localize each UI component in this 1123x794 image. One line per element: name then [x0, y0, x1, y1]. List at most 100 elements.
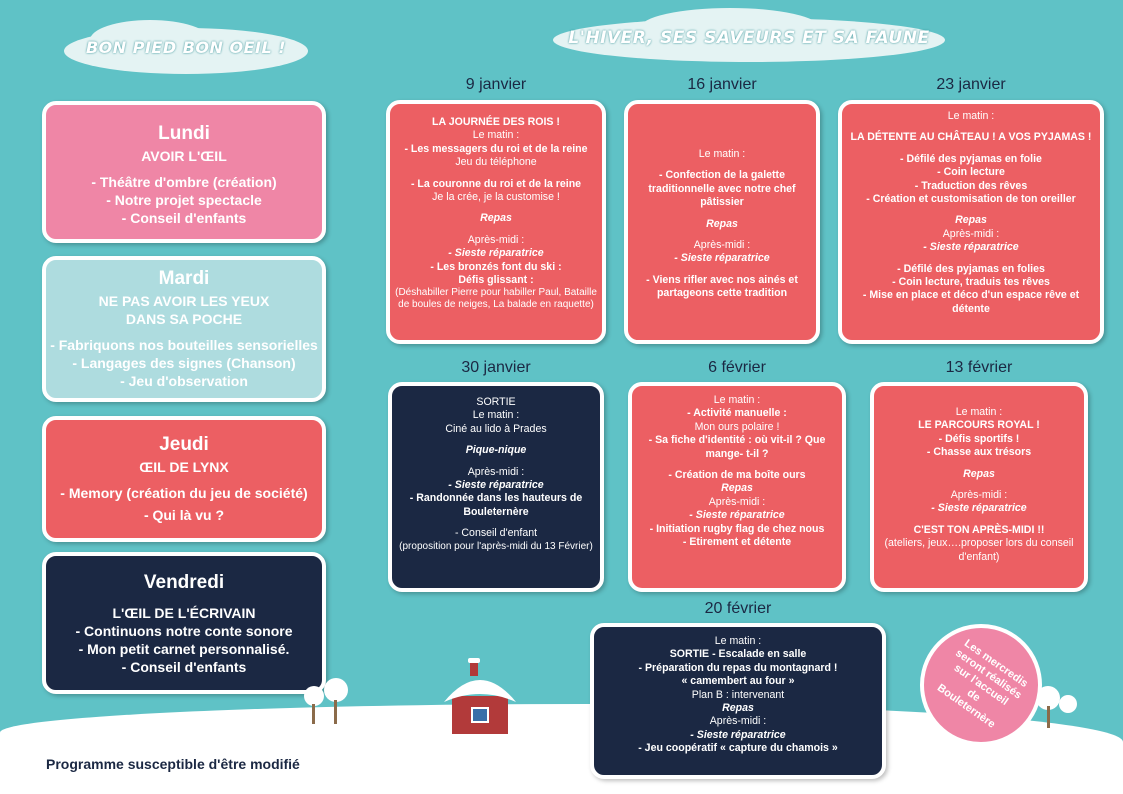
schedule-line: - Sieste réparatrice: [923, 241, 1019, 254]
schedule-line: (ateliers, jeux….proposer lors du consei…: [884, 537, 1074, 563]
schedule-line: - Sa fiche d'identité : où vit-il ? Que …: [648, 434, 826, 460]
week-card-16-janvier: Le matin : - Confection de la galette tra…: [624, 100, 820, 344]
schedule-line: - Traduction des rêves: [914, 179, 1028, 192]
schedule-line: Le matin :: [713, 394, 761, 406]
spacer: [846, 206, 1096, 214]
activity: - Conseil d'enfants: [121, 659, 247, 675]
right-section-title: L'HIVER, SES SAVEURS ET SA FAUNE: [568, 28, 930, 48]
schedule-line: - Préparation du repas du montagnard !: [638, 661, 838, 674]
week-card-6-fevrier: Le matin :- Activité manuelle :Mon ours …: [628, 382, 846, 592]
schedule-line: - Défis sportifs !: [938, 432, 1020, 445]
footer-note: Programme susceptible d'être modifié: [46, 756, 300, 772]
schedule-line: SORTIE: [476, 396, 516, 408]
spacer: [396, 519, 596, 527]
schedule-line: - Sieste réparatrice: [448, 479, 544, 492]
schedule-line: - Coin lecture: [937, 166, 1005, 179]
snowy-tree-icon: [304, 678, 348, 724]
schedule-line: (proposition pour l'après-midi du 13 Fév…: [399, 540, 593, 552]
left-section-title: BON PIED BON OEIL !: [85, 38, 287, 57]
schedule-line: Le matin :: [472, 409, 520, 422]
week-card-20-fevrier: Le matin :SORTIE - Escalade en salle- Pr…: [590, 623, 886, 779]
schedule-line: Après-midi :: [942, 227, 1000, 240]
day-theme: NE PAS AVOIR LES YEUX DANS SA POCHE: [98, 293, 270, 327]
day-title: Vendredi: [143, 572, 225, 593]
schedule-line: Repas: [480, 212, 512, 225]
schedule-line: Après-midi :: [693, 239, 751, 252]
week-card-23-janvier: Le matin :LA DÉTENTE AU CHÂTEAU ! A VOS …: [838, 100, 1104, 344]
schedule-line: Repas: [963, 467, 995, 480]
activity: - Qui là vu ?: [143, 507, 225, 523]
activity: - Théâtre d'ombre (création): [91, 174, 277, 190]
schedule-line: LA JOURNÉE DES ROIS !: [432, 116, 560, 128]
schedule-line: LE PARCOURS ROYAL !: [918, 419, 1040, 432]
spacer: [878, 460, 1080, 468]
snowy-house-icon: [444, 658, 516, 734]
spacer: [846, 145, 1096, 153]
schedule-line: - Sieste réparatrice: [689, 509, 785, 522]
day-card-jeudi: Jeudi ŒIL DE LYNX - Memory (création du …: [42, 416, 326, 542]
spacer: [394, 226, 598, 234]
week-date: 9 janvier: [465, 76, 527, 93]
schedule-line: - Création de ma boîte ours: [668, 469, 806, 482]
schedule-line: Le matin :: [698, 148, 746, 160]
spacer: [632, 210, 812, 218]
day-card-vendredi: Vendredi L'ŒIL DE L'ÉCRIVAIN - Continuon…: [42, 552, 326, 694]
week-date: 16 janvier: [687, 76, 757, 93]
schedule-line: - Mise en place et déco d'un espace rêve…: [862, 289, 1080, 315]
activity: - Conseil d'enfants: [121, 210, 247, 226]
schedule-line: - Défilé des pyjamas en folies: [897, 262, 1045, 275]
spacer: [878, 481, 1080, 489]
schedule-line: Après-midi :: [709, 715, 767, 728]
schedule-line: - Les bronzés font du ski :: [430, 260, 562, 273]
schedule-line: Le matin :: [947, 110, 995, 122]
day-theme: ŒIL DE LYNX: [139, 459, 229, 475]
schedule-line: - Sieste réparatrice: [931, 502, 1027, 515]
week-date: 13 février: [945, 359, 1013, 376]
schedule-line: Repas: [706, 217, 738, 230]
schedule-line: Défis glissant :: [458, 274, 534, 287]
title-cloud-right-puff: [640, 8, 820, 48]
schedule-line: - Initiation rugby flag de chez nous: [649, 522, 825, 535]
schedule-line: Jeu du téléphone: [455, 156, 537, 169]
schedule-line: Ciné au lido à Prades: [445, 422, 547, 435]
day-theme: AVOIR L'ŒIL: [141, 148, 227, 164]
schedule-line: Après-midi :: [950, 489, 1008, 502]
schedule-line: Repas: [721, 482, 753, 495]
schedule-line: Le matin :: [714, 635, 762, 647]
schedule-line: (Déshabiller Pierre pour habiller Paul, …: [395, 287, 597, 311]
spacer: [394, 204, 598, 212]
week-date: 30 janvier: [461, 359, 531, 376]
schedule-line: - Sieste réparatrice: [448, 247, 544, 260]
schedule-line: - Chasse aux trésors: [926, 446, 1032, 459]
spacer: [396, 436, 596, 444]
activity: - Jeu d'observation: [120, 373, 248, 389]
schedule-line: Mon ours polaire !: [694, 420, 780, 433]
day-title: Jeudi: [159, 434, 209, 455]
schedule-line: Le matin :: [472, 129, 520, 142]
day-title: Mardi: [158, 268, 210, 289]
schedule-line: Plan B : intervenant: [691, 688, 785, 701]
activity: - Memory (création du jeu de société): [60, 485, 308, 501]
schedule-line: - Confection de la galette traditionnell…: [648, 169, 796, 209]
schedule-line: Pique-nique: [465, 444, 527, 457]
activity: - Langages des signes (Chanson): [72, 355, 296, 371]
spacer: [632, 266, 812, 274]
schedule-line: - Sieste réparatrice: [690, 728, 786, 741]
spacer: [636, 461, 838, 469]
schedule-line: Après-midi :: [467, 233, 525, 246]
schedule-line: - Jeu coopératif « capture du chamois »: [638, 742, 838, 755]
schedule-line: Repas: [722, 702, 754, 715]
spacer: [394, 170, 598, 178]
title-cloud-left-puff: [90, 20, 210, 60]
spacer: [396, 458, 596, 466]
activity: - Notre projet spectacle: [106, 192, 262, 208]
schedule-line: - Défilé des pyjamas en folie: [900, 152, 1042, 165]
activity: - Mon petit carnet personnalisé.: [78, 641, 290, 657]
schedule-line: Je la crée, je la customise !: [432, 191, 560, 204]
schedule-line: - Création et customisation de ton oreil…: [866, 193, 1076, 206]
activity: - Continuons notre conte sonore: [75, 623, 293, 639]
week-card-13-fevrier: Le matin :LE PARCOURS ROYAL !- Défis spo…: [870, 382, 1088, 592]
day-theme: L'ŒIL DE L'ÉCRIVAIN: [112, 605, 256, 621]
schedule-line: Après-midi :: [708, 495, 766, 508]
